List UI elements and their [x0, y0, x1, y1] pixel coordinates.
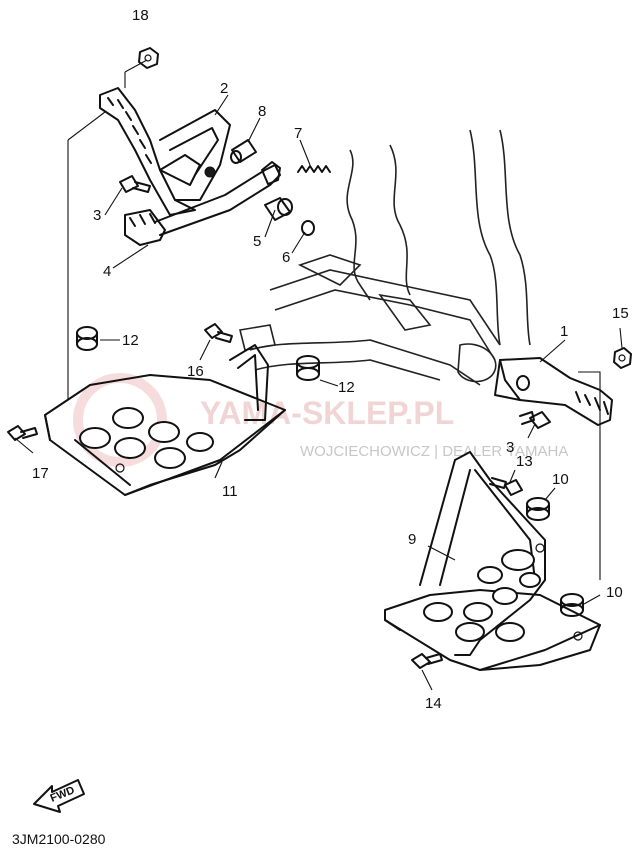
brake-pedal	[124, 164, 281, 246]
grommet-center	[296, 355, 320, 381]
bolt-17	[7, 425, 38, 441]
bushing	[264, 197, 293, 221]
callout-18: 18	[132, 7, 149, 24]
nut-15	[613, 347, 632, 369]
bolt-upper	[119, 175, 151, 193]
pedal-hook	[261, 161, 281, 185]
callout-10-lower: 10	[606, 584, 623, 601]
bolt-14	[411, 653, 443, 669]
callout-3-right: 3	[506, 439, 514, 456]
foot-guard-left	[44, 344, 286, 496]
foot-guard-right	[384, 451, 601, 671]
frame-outline	[239, 129, 531, 386]
footrest-right	[494, 357, 613, 426]
bolt-16	[204, 323, 233, 343]
callout-12-left: 12	[122, 332, 139, 349]
callout-9: 9	[408, 531, 416, 548]
washer	[301, 220, 315, 236]
callout-17: 17	[32, 465, 49, 482]
watermark-subtext: WOJCIECHOWICZ | DEALER YAMAHA	[300, 443, 568, 460]
callouts: 18 2 8 7 3 5 6 4 12 12 16 17 11 1 15 3 1…	[32, 7, 629, 712]
watermark: YAMA-SKLEP.PL WOJCIECHOWICZ | DEALER YAM…	[73, 373, 568, 467]
callout-1: 1	[560, 323, 568, 340]
grommet-left	[76, 326, 98, 351]
pivot-bolt-icon	[204, 166, 216, 178]
callout-8: 8	[258, 103, 266, 120]
footrest-bracket-upper	[99, 87, 231, 216]
callout-10-upper: 10	[552, 471, 569, 488]
spring	[297, 165, 331, 173]
callout-16: 16	[187, 363, 204, 380]
callout-3-upper: 3	[93, 207, 101, 224]
bolt-lower-right	[519, 411, 551, 429]
grommet-right-upper	[526, 497, 550, 521]
collar	[230, 139, 257, 164]
callout-13: 13	[516, 453, 533, 470]
reference-line-right	[578, 371, 601, 580]
callout-15: 15	[612, 305, 629, 322]
fwd-arrow-icon: FWD	[33, 779, 85, 813]
callout-11: 11	[222, 483, 238, 500]
callout-7: 7	[294, 125, 302, 142]
callout-4: 4	[103, 263, 111, 280]
leader-lines	[14, 94, 623, 691]
bolt-13	[489, 477, 523, 496]
callout-14: 14	[425, 695, 442, 712]
watermark-text: YAMA-SKLEP.PL	[200, 395, 454, 431]
callout-6: 6	[282, 249, 290, 266]
grommet-right-lower	[560, 593, 584, 617]
diagram-code: 3JM2100-0280	[12, 831, 106, 847]
callout-2: 2	[220, 80, 228, 97]
callout-12-center: 12	[338, 379, 355, 396]
callout-5: 5	[253, 233, 261, 250]
nut-top	[138, 47, 159, 69]
